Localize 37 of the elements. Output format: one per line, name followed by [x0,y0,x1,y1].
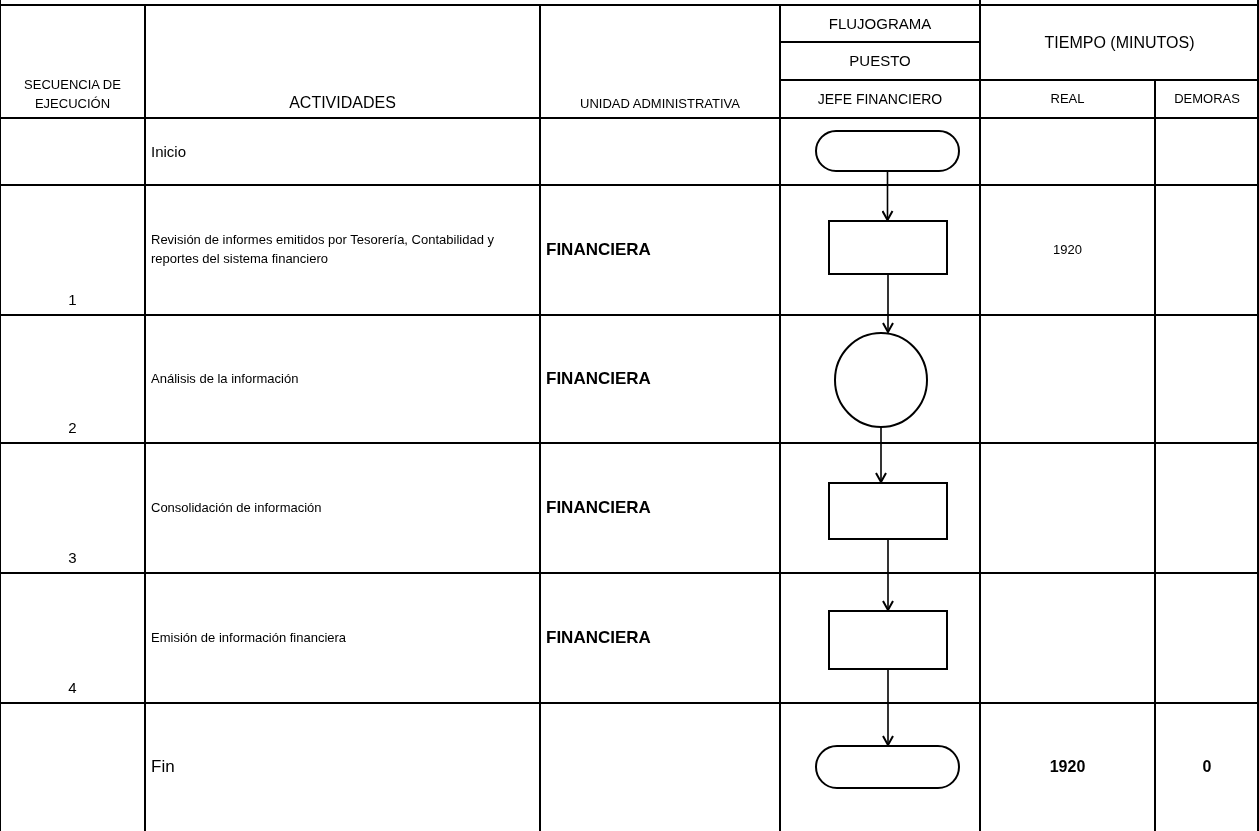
arrow [882,274,894,333]
arrow [875,427,887,483]
column-header: FLUJOGRAMA [828,13,932,34]
activity-text: Consolidación de información [151,498,322,517]
arrow [882,539,894,611]
column-header: UNIDAD ADMINISTRATIVA [580,95,740,114]
column-header: SECUENCIA DE EJECUCIÓN [23,76,122,114]
unit-name: FINANCIERA [546,367,651,390]
step-number: 3 [68,548,77,569]
step-number: 4 [68,678,77,699]
unit-name: FINANCIERA [546,626,651,649]
arrow [882,669,894,746]
step-number: 1 [68,290,77,311]
unit-name: FINANCIERA [546,496,651,519]
unit-name: FINANCIERA [546,238,651,261]
process-box [828,610,948,670]
step-number: 2 [68,418,77,439]
process-box [828,220,948,275]
total-value: 1920 [1049,757,1086,778]
column-header: ACTIVIDADES [289,92,396,113]
terminal-shape [815,745,960,789]
time-value: 1920 [1053,240,1082,259]
activity-text: Emisión de información financiera [151,628,347,647]
activity-text: Fin [151,755,175,778]
activity-text: Análisis de la información [151,369,299,388]
column-header: DEMORAS [1174,89,1240,108]
column-header: JEFE FINANCIERO [817,89,943,109]
column-header: REAL [1050,89,1085,108]
column-header: TIEMPO (MINUTOS) [1044,32,1195,53]
terminal-shape [815,130,960,172]
operation-circle [834,332,928,428]
arrow [881,171,894,221]
process-box [828,482,948,540]
activity-text: Inicio [151,141,187,162]
column-header: PUESTO [849,51,911,72]
activity-text: Revisión de informes emitidos por Tesorería, Contabilidad y reportes del sistema financiero [151,231,495,268]
total-value: 0 [1202,757,1212,778]
